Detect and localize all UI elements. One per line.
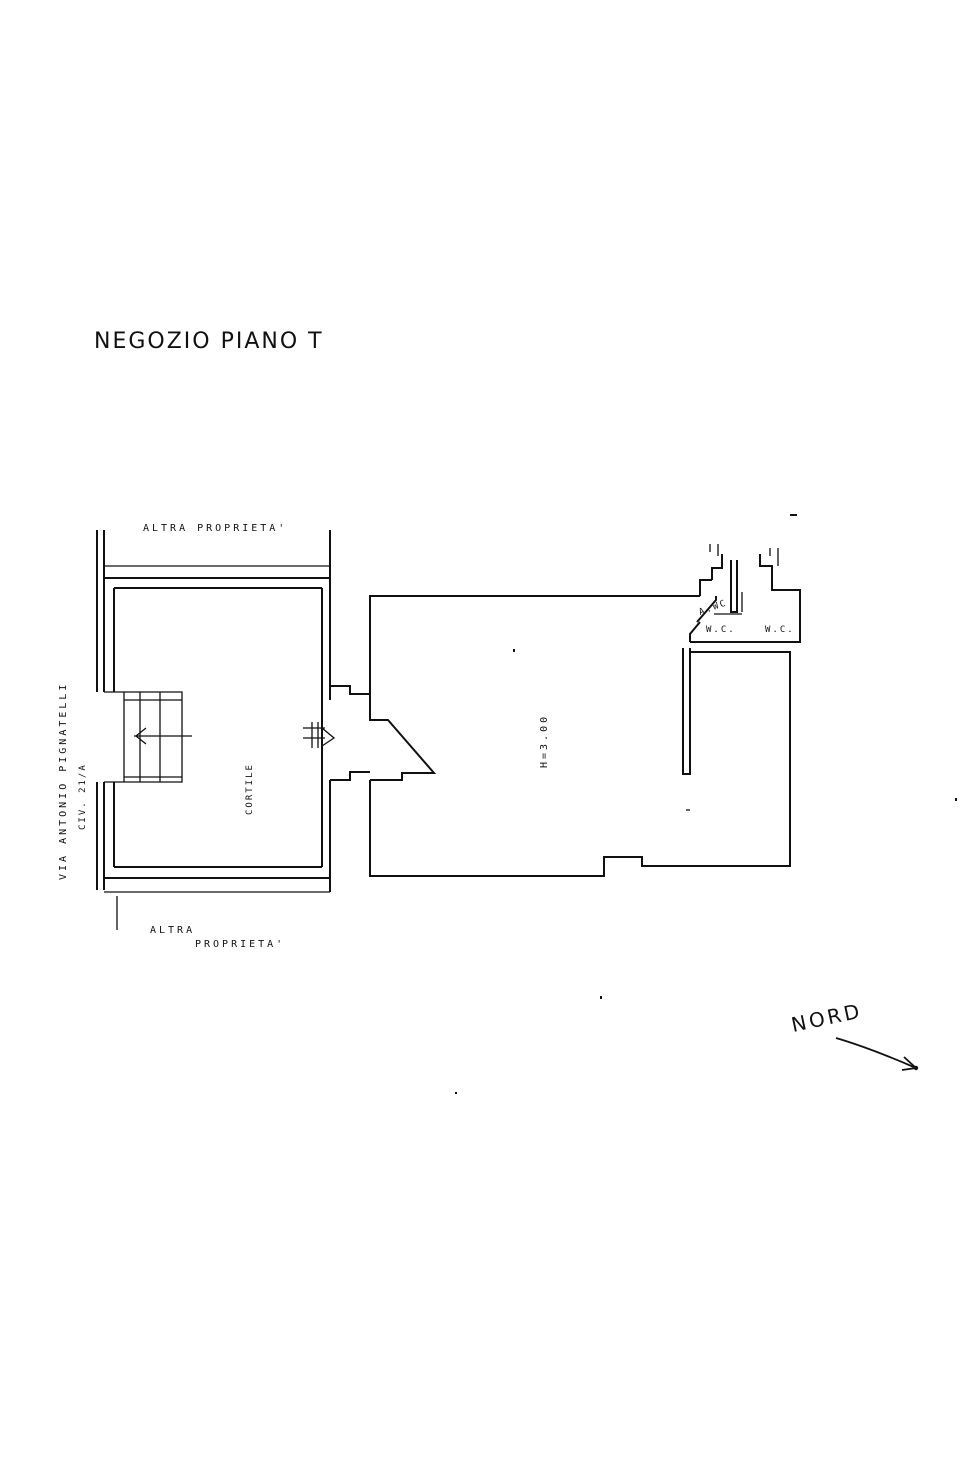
civic-number-label: CIV. 21/A — [78, 763, 88, 830]
antibagno-label: A.WC — [698, 598, 729, 618]
wc-label-2: W.C. — [765, 625, 795, 635]
ceiling-height-label: H=3.00 — [539, 714, 550, 768]
passage-walls — [303, 685, 437, 781]
bottom-neighbor-label-2: PROPRIETA' — [195, 939, 285, 950]
north-label: NORD — [789, 998, 864, 1036]
scan-specks — [455, 514, 957, 1094]
wc-label-1: W.C. — [706, 625, 736, 635]
courtyard-walls — [96, 530, 331, 930]
street-name-label: VIA ANTONIO PIGNATELLI — [58, 682, 69, 880]
bottom-neighbor-label-1: ALTRA — [150, 925, 195, 936]
shop-walls — [369, 579, 791, 877]
wc-block-walls — [689, 544, 801, 643]
top-neighbor-label: ALTRA PROPRIETA' — [143, 523, 287, 534]
north-arrow-icon — [835, 1037, 919, 1071]
courtyard-label: CORTILE — [245, 763, 255, 815]
plan-title: NEGOZIO PIANO T — [94, 329, 324, 354]
entry-steps — [104, 691, 192, 783]
